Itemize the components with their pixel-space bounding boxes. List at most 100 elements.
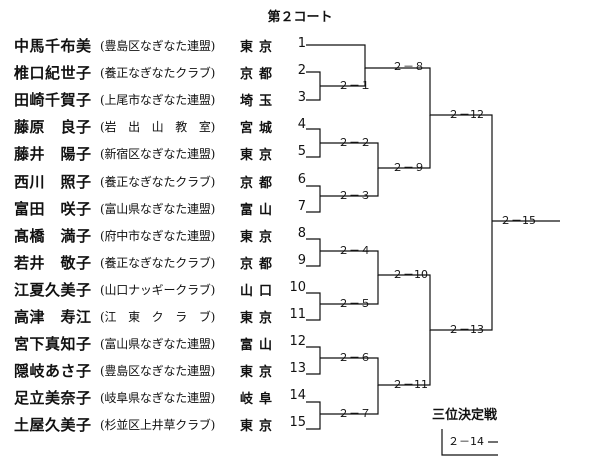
player-club: (岩 出 山 教 室) <box>100 120 216 135</box>
line-m12 <box>480 114 493 221</box>
player-number: 7 <box>297 198 306 214</box>
player-prefecture: 東京 <box>240 40 279 55</box>
match-labels: ２－８ ２－１ ２－２ ２－９ ２－３ ２－12 ２－15 ２－４ ２－10 ２… <box>338 60 536 448</box>
line-m2-box <box>306 128 321 158</box>
player-name: 高津 寿江 <box>14 308 92 326</box>
player-prefecture: 京都 <box>240 175 279 191</box>
match-label-12: ２－12 <box>448 108 484 121</box>
player-club: (江 東 ク ラ ブ) <box>100 310 216 324</box>
player-prefecture: 岐阜 <box>240 392 279 408</box>
player-prefecture: 宮城 <box>240 121 279 137</box>
line-m3 <box>320 168 379 197</box>
player-name: 中馬千布美 <box>14 37 92 55</box>
player-name: 西川 照子 <box>14 172 92 191</box>
player-number: 13 <box>289 361 306 377</box>
player-number: 8 <box>297 225 306 241</box>
player-number: 1 <box>297 36 306 51</box>
player-number: 15 <box>289 415 306 431</box>
line-m4-box <box>306 238 321 267</box>
player-name: 宮下真知子 <box>14 335 92 354</box>
match-label-2: ２－２ <box>338 136 371 149</box>
line-m5-box <box>306 292 321 321</box>
third-place-title: 三位決定戦 <box>432 408 498 423</box>
match-label-11: ２－11 <box>392 378 428 391</box>
player-number: 11 <box>289 307 306 322</box>
player-number: 6 <box>297 171 306 187</box>
player-club: (府中市なぎなた連盟) <box>100 228 216 243</box>
player-number: 5 <box>297 144 306 160</box>
player-club: (富山県なぎなた連盟) <box>100 337 216 352</box>
player-club: (山口ナッギークラブ) <box>100 282 216 297</box>
match-label-9: ２－９ <box>392 161 425 174</box>
player-name: 椎口紀世子 <box>14 64 92 83</box>
player-name: 富田 咲子 <box>14 199 92 218</box>
match-label-5: ２－５ <box>338 297 371 310</box>
player-prefecture: 富山 <box>240 202 279 218</box>
match-label-6: ２－６ <box>338 351 371 364</box>
line-m6-box <box>306 346 321 375</box>
match-label-10: ２－10 <box>392 268 428 281</box>
line-m1-box <box>306 71 321 101</box>
player-prefecture: 東京 <box>240 311 279 326</box>
player-prefecture: 東京 <box>240 229 279 245</box>
match-label-1: ２－１ <box>338 79 371 92</box>
line-m8 <box>395 67 480 116</box>
player-name: 髙橋 満子 <box>14 226 92 245</box>
player-club: (養正なぎなたクラブ) <box>100 66 216 81</box>
player-number: 2 <box>297 63 306 79</box>
player-name: 足立美奈子 <box>14 389 92 408</box>
line-m5 <box>320 275 379 305</box>
player-number: 3 <box>297 90 306 106</box>
line-m1-up <box>320 68 366 87</box>
match-label-13: ２－13 <box>448 323 484 336</box>
player-number: 14 <box>289 388 306 404</box>
line-m3-box <box>306 185 321 213</box>
player-club: (上尾市なぎなた連盟) <box>100 93 216 108</box>
line-m11 <box>395 330 431 386</box>
player-name: 田崎千賀子 <box>14 91 92 110</box>
match-label-15: ２－15 <box>500 214 536 227</box>
player-club: (新宿区なぎなた連盟) <box>100 147 216 162</box>
player-club: (岐阜県なぎなた連盟) <box>100 391 216 406</box>
court-title: 第２コート <box>267 10 333 25</box>
bracket-lines <box>306 44 560 456</box>
match-label-7: ２－７ <box>338 407 371 420</box>
player-name: 藤井 陽子 <box>14 145 92 164</box>
player-prefecture: 埼玉 <box>240 94 279 110</box>
match-label-4: ２－４ <box>338 244 371 257</box>
player-number: 9 <box>297 252 306 268</box>
player-name: 若井 敬子 <box>14 253 92 272</box>
player-prefecture: 京都 <box>240 256 279 272</box>
player-prefecture: 富山 <box>240 338 279 354</box>
match-label-8: ２－８ <box>392 60 425 73</box>
line-m13 <box>480 221 493 331</box>
player-prefecture: 京都 <box>240 67 279 83</box>
line-m7 <box>320 385 379 415</box>
player-club: (富山県なぎなた連盟) <box>100 201 216 216</box>
player-number: 10 <box>289 279 306 295</box>
line-m7-box <box>306 401 321 430</box>
player-number: 4 <box>297 117 306 133</box>
player-prefecture: 東京 <box>240 419 279 435</box>
line-m9 <box>395 115 431 169</box>
player-name: 藤原 良子 <box>14 118 92 137</box>
player-club: (豊島区なぎなた連盟) <box>100 364 216 379</box>
player-number: 12 <box>289 334 306 350</box>
line-m10 <box>395 274 480 331</box>
player-club: (杉並区上井草クラブ) <box>100 418 216 433</box>
match-label-14: ２－14 <box>448 435 484 448</box>
player-club: (養正なぎなたクラブ) <box>100 174 216 189</box>
player-name: 隠岐あさ子 <box>14 362 92 381</box>
line-m4 <box>320 250 395 276</box>
player-club: (養正なぎなたクラブ) <box>100 255 216 270</box>
line-m2 <box>320 142 395 169</box>
player-club: (豊島区なぎなた連盟) <box>100 39 216 53</box>
line-third-place <box>441 429 498 456</box>
line-m6 <box>320 357 395 386</box>
player-prefecture: 東京 <box>240 148 279 164</box>
match-label-3: ２－３ <box>338 189 371 202</box>
line-p1 <box>306 44 395 69</box>
player-name: 土屋久美子 <box>14 416 92 435</box>
player-name: 江夏久美子 <box>14 280 92 299</box>
